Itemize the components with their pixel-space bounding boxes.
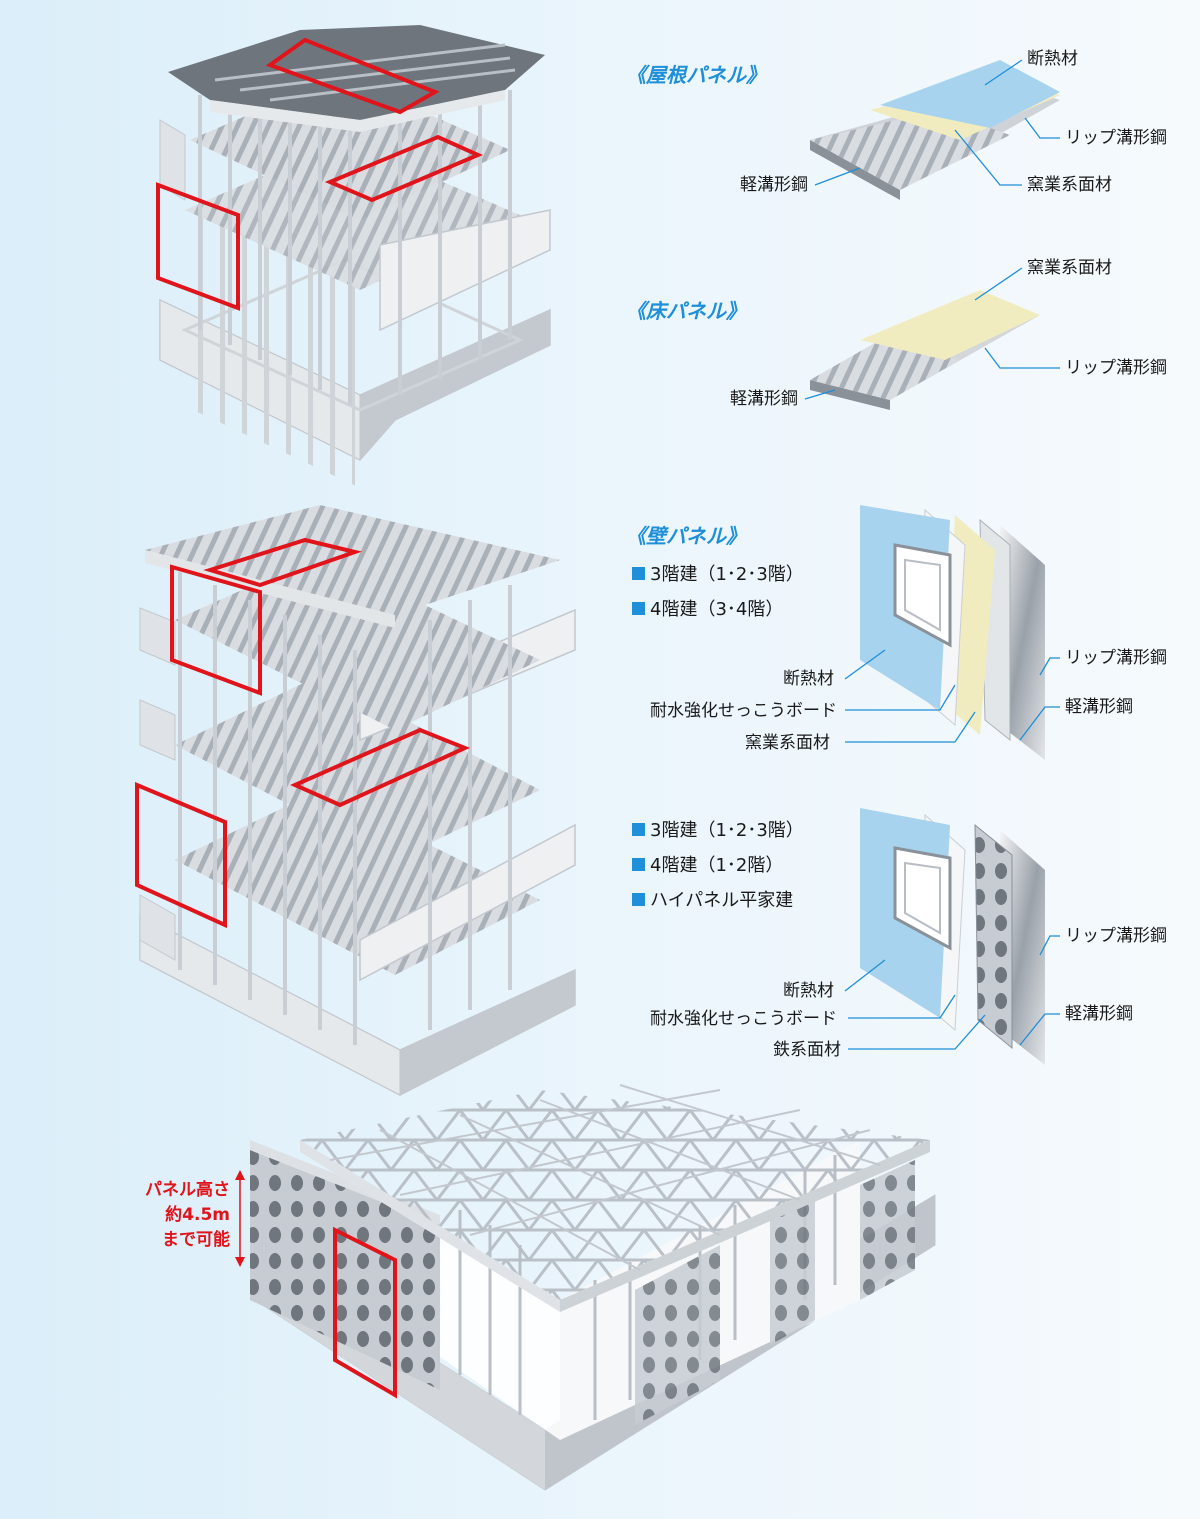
high-panel-note-line2: 約4.5m [165,1204,230,1225]
bullet-square-icon [632,823,645,836]
wall-a-label-insulation: 断熱材 [783,669,834,689]
wall-upper-roof-highlight [203,537,363,588]
bullet-square-icon [632,893,645,906]
wall-b-bullet-2: 4階建（1･2階） [650,855,783,876]
floor-panel-heading: 《床パネル》 [626,299,746,323]
wall-mid-floor-highlight [290,727,471,808]
wall-b-label-light-channel: 軽溝形鋼 [1065,1004,1133,1024]
roof-label-insulation: 断熱材 [1027,49,1078,69]
wall-a-bullet-2: 4階建（3･4階） [650,599,783,620]
wall-a-bullet-1: 3階建（1･2･3階） [650,564,804,585]
wall-b-bullet-1: 3階建（1･2･3階） [650,820,804,841]
wall-panel-heading: 《壁パネル》 [626,524,746,548]
roof-label-ceramic-face: 窯業系面材 [1027,175,1112,195]
high-panel-note-line3: まで可能 [162,1229,230,1250]
high-panel-note-line1: パネル高さ [145,1179,230,1200]
floor-label-ceramic-face: 窯業系面材 [1027,258,1112,278]
bullet-square-icon [632,858,645,871]
high-panel-building-illustration: パネル高さ 約4.5m まで可能 [145,1084,936,1491]
bullet-square-icon [632,567,645,580]
floor-panel-detail: 《床パネル》 窯業系面材 リップ溝形鋼 軽溝形鋼 [626,258,1167,410]
wall-panel-type-a: 《壁パネル》 3階建（1･2･3階） 4階建（3･4階） 断熱材 耐水強化せっこ… [626,505,1167,760]
wall-lower-wall-highlight [135,781,227,929]
building-illustration-roof-floor [156,25,551,486]
wall-b-label-insulation: 断熱材 [783,981,834,1001]
roof-panel-heading: 《屋根パネル》 [626,63,766,87]
roof-label-lip-channel: リップ溝形鋼 [1065,128,1167,148]
wall-a-label-lip-channel: リップ溝形鋼 [1065,648,1167,668]
high-panel-highlight [333,1226,397,1399]
bullet-square-icon [632,602,645,615]
wall-b-label-gypsum: 耐水強化せっこうボード [650,1009,837,1029]
wall-panel-type-b: 3階建（1･2･3階） 4階建（1･2階） ハイパネル平家建 断熱材 耐水強化せ… [632,808,1167,1065]
wall-b-label-steel-face: 鉄系面材 [773,1040,841,1060]
wall-a-label-light-channel: 軽溝形鋼 [1065,697,1133,717]
roof-panel-detail: 《屋根パネル》 断熱材 リップ溝形鋼 軽溝形鋼 窯業系面材 [626,49,1167,200]
floor-label-light-channel: 軽溝形鋼 [730,389,798,409]
wall-upper-wall-highlight [170,564,262,696]
floor-label-lip-channel: リップ溝形鋼 [1065,358,1167,378]
wall-a-label-ceramic-face: 窯業系面材 [745,733,830,753]
roof-label-light-channel: 軽溝形鋼 [740,175,808,195]
floor-panel-highlight [324,134,483,203]
wall-b-label-lip-channel: リップ溝形鋼 [1065,926,1167,946]
building-illustration-wall [135,505,576,1096]
panel-height-arrow [235,1170,245,1267]
roof-panel-highlight [265,37,440,115]
wall-a-label-gypsum: 耐水強化せっこうボード [650,701,837,721]
wall-panel-highlight [156,182,240,311]
wall-b-bullet-3: ハイパネル平家建 [650,890,793,911]
